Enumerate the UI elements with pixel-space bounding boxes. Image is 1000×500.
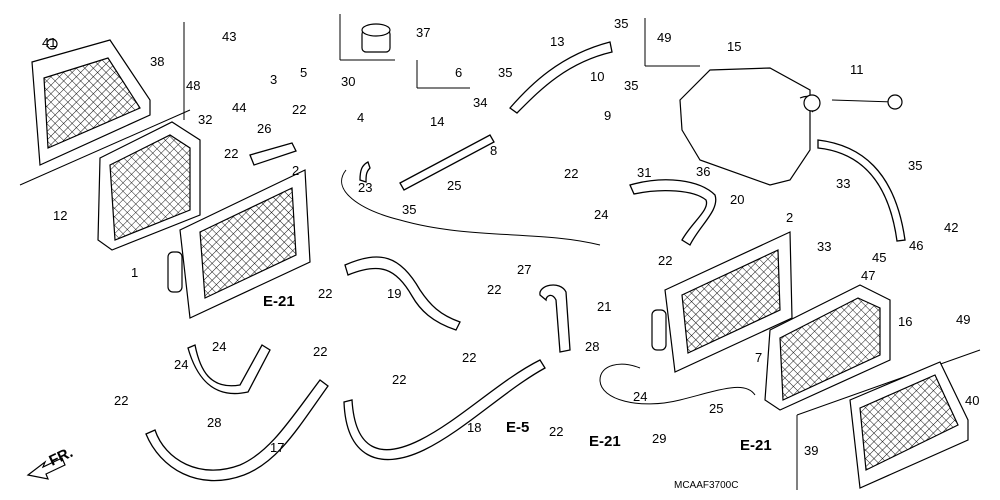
radiator-grille-right <box>764 284 891 411</box>
part-number: 23 <box>358 180 372 195</box>
part-number: 30 <box>341 74 355 89</box>
hoses <box>145 41 906 482</box>
part-number: 24 <box>594 207 608 222</box>
radiator-grille-left <box>97 121 201 251</box>
part-number: 22 <box>487 282 501 297</box>
part-number: 34 <box>473 95 487 110</box>
part-number: 49 <box>657 30 671 45</box>
part-number: 24 <box>212 339 226 354</box>
part-number: 21 <box>597 299 611 314</box>
part-number: 5 <box>300 65 307 80</box>
part-number: 31 <box>637 165 651 180</box>
section-reference: E-21 <box>589 433 621 450</box>
part-number: 22 <box>224 146 238 161</box>
part-number: 19 <box>387 286 401 301</box>
radiator-left <box>167 169 311 319</box>
part-number: 32 <box>198 112 212 127</box>
part-number: 24 <box>633 389 647 404</box>
radiator-right <box>651 231 793 373</box>
part-number: 35 <box>624 78 638 93</box>
part-number: 22 <box>292 102 306 117</box>
part-number: 35 <box>614 16 628 31</box>
part-number: 13 <box>550 34 564 49</box>
part-number: 41 <box>42 35 56 50</box>
radiator-shroud-upper-left <box>31 38 151 166</box>
part-number-labels: 1 2 2 3 4 5 6 7 8 9 10 11 12 13 14 15 16… <box>42 16 979 458</box>
part-number: 47 <box>861 268 875 283</box>
part-number: 35 <box>498 65 512 80</box>
part-number: 2 <box>292 163 299 178</box>
part-number: 33 <box>836 176 850 191</box>
part-number: 28 <box>585 339 599 354</box>
part-number: 25 <box>709 401 723 416</box>
drawing-code: MCAAF3700C <box>674 480 738 491</box>
part-number: 22 <box>658 253 672 268</box>
part-number: 44 <box>232 100 246 115</box>
part-number: 22 <box>318 286 332 301</box>
section-reference: E-21 <box>740 437 772 454</box>
part-number: 22 <box>564 166 578 181</box>
part-number: 42 <box>944 220 958 235</box>
part-number: 43 <box>222 29 236 44</box>
part-number: 36 <box>696 164 710 179</box>
part-number: 22 <box>114 393 128 408</box>
part-number: 33 <box>817 239 831 254</box>
part-number: 14 <box>430 114 444 129</box>
part-number: 35 <box>908 158 922 173</box>
front-direction-arrow <box>26 457 66 480</box>
part-number: 25 <box>447 178 461 193</box>
section-reference: E-21 <box>263 293 295 310</box>
part-number: 17 <box>270 440 284 455</box>
part-number: 1 <box>131 265 138 280</box>
part-number: 49 <box>956 312 970 327</box>
part-number: 10 <box>590 69 604 84</box>
part-number: 15 <box>727 39 741 54</box>
part-number: 40 <box>965 393 979 408</box>
part-number: 9 <box>604 108 611 123</box>
part-number: 22 <box>392 372 406 387</box>
reserve-tank <box>679 67 821 186</box>
part-number: 39 <box>804 443 818 458</box>
part-number: 26 <box>257 121 271 136</box>
part-number: 48 <box>186 78 200 93</box>
part-number: 38 <box>150 54 164 69</box>
part-number: 12 <box>53 208 67 223</box>
part-number: 3 <box>270 72 277 87</box>
part-number: 18 <box>467 420 481 435</box>
part-number: 16 <box>898 314 912 329</box>
part-number: 24 <box>174 357 188 372</box>
section-reference: E-5 <box>506 419 529 436</box>
part-number: 22 <box>462 350 476 365</box>
part-number: 37 <box>416 25 430 40</box>
part-number: 8 <box>490 143 497 158</box>
part-number: 28 <box>207 415 221 430</box>
radiator-shroud-lower-right <box>849 361 969 489</box>
part-number: 6 <box>455 65 462 80</box>
part-number: 7 <box>755 350 762 365</box>
part-number: 2 <box>786 210 793 225</box>
filler-neck <box>361 23 391 53</box>
overflow-rod <box>831 94 903 110</box>
part-number: 20 <box>730 192 744 207</box>
section-references: E-21 E-21 E-21 E-5 <box>263 293 772 454</box>
part-number: 29 <box>652 431 666 446</box>
divider-lines <box>19 14 981 490</box>
part-number: 46 <box>909 238 923 253</box>
part-number: 27 <box>517 262 531 277</box>
part-number: 4 <box>357 110 364 125</box>
front-direction-label: FR. <box>47 444 76 470</box>
part-number: 35 <box>402 202 416 217</box>
part-number: 22 <box>549 424 563 439</box>
part-number: 22 <box>313 344 327 359</box>
part-number: 45 <box>872 250 886 265</box>
part-number: 11 <box>850 62 864 77</box>
